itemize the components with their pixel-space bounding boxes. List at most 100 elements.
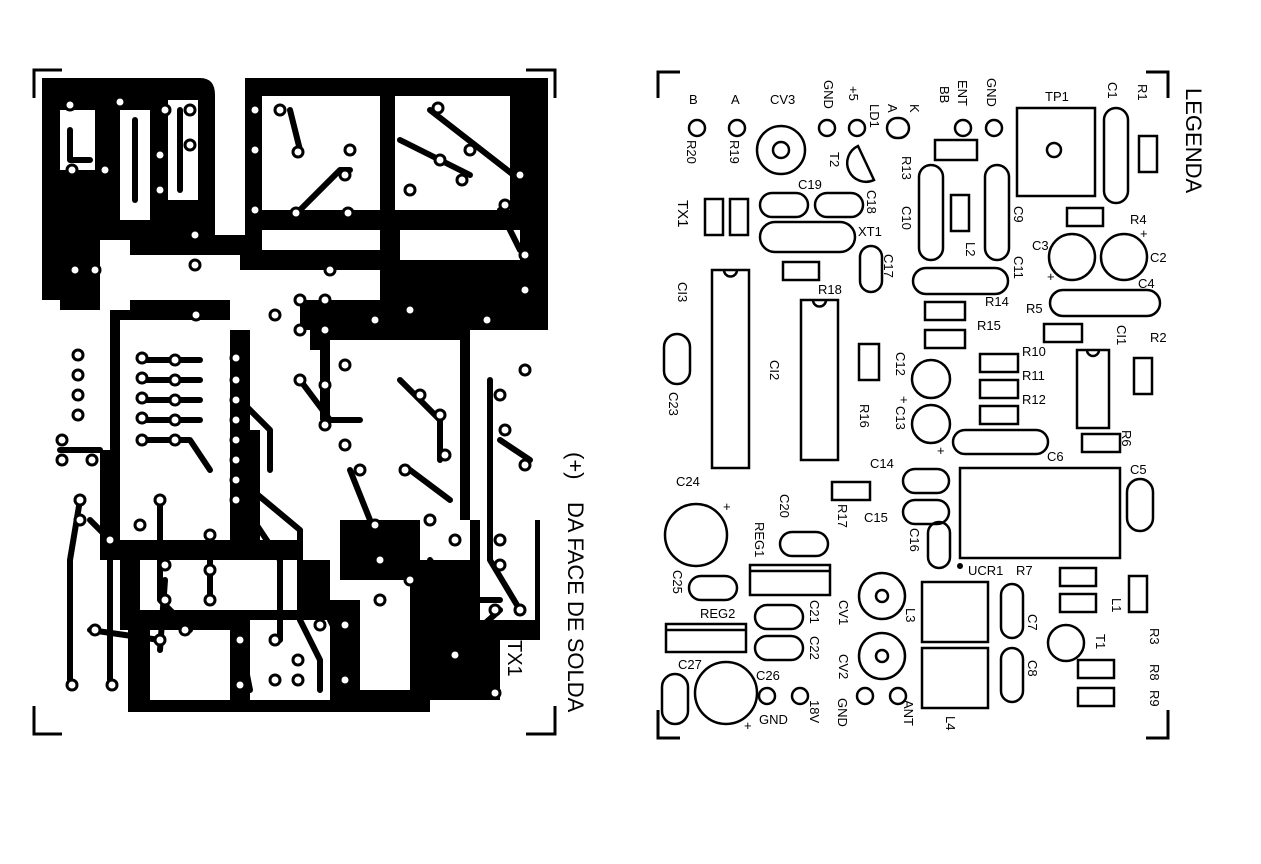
label-L2: L2 [963, 242, 978, 256]
label-T1: T1 [1093, 634, 1108, 649]
label-C15: C15 [864, 510, 888, 525]
label-CV1: CV1 [836, 600, 851, 625]
label-R15: R15 [977, 318, 1001, 333]
label-C22: C22 [807, 636, 822, 660]
label-C9: C9 [1011, 206, 1026, 223]
label-C11: C11 [1011, 256, 1026, 279]
label-C13: C13 [893, 406, 908, 430]
label-B: B [689, 92, 698, 107]
label-TX1: TX1 [674, 200, 691, 228]
legend-heading-text: LEGENDA [1181, 88, 1206, 193]
label-R20: R20 [684, 140, 699, 164]
label-REG1: REG1 [752, 522, 767, 557]
label-CI1: CI1 [1114, 325, 1129, 345]
pads [55, 95, 532, 700]
label-C6: C6 [1047, 449, 1064, 464]
caption-paren: (+) [563, 452, 588, 480]
tx1-label: TX1 [503, 640, 525, 677]
label-C7: C7 [1025, 614, 1040, 631]
solder-side-board: (+) DA FACE DE SOLDA TX1 [32, 68, 588, 736]
legend-side-board: LEGENDA [656, 70, 1206, 740]
label-CV2: CV2 [836, 654, 851, 679]
label-plus5: +5 [846, 86, 861, 101]
label-CI2: CI2 [767, 360, 782, 380]
label-GND-bottom: GND [759, 712, 788, 727]
label-L4: L4 [943, 716, 958, 730]
component-outlines [660, 106, 1162, 726]
label-R3: R3 [1147, 628, 1162, 645]
label-C10: C10 [899, 206, 914, 230]
label-REG2: REG2 [700, 606, 735, 621]
solder-side-caption: (+) DA FACE DE SOLDA [563, 452, 588, 713]
label-C14: C14 [870, 456, 894, 471]
label-C12: C12 [893, 352, 908, 376]
label-18V: 18V [807, 700, 822, 723]
label-R17: R17 [835, 504, 850, 528]
label-C1: C1 [1105, 82, 1120, 99]
label-GND-top1: GND [821, 80, 836, 109]
label-R14: R14 [985, 294, 1009, 309]
filled-marks [957, 563, 963, 569]
label-R13: R13 [899, 156, 914, 180]
label-R12: R12 [1022, 392, 1046, 407]
legend-labels: B A CV3 TP1 C19 XT1 R4 C3 C2 C4 R18 R14 … [676, 89, 1167, 733]
label-BB: BB [937, 86, 952, 103]
label-K: K [907, 104, 922, 113]
label-plus-d: + [1140, 226, 1148, 241]
label-C8: C8 [1025, 660, 1040, 677]
label-plus-c: + [1047, 269, 1055, 284]
label-L3: L3 [903, 608, 918, 622]
label-plus-e: + [937, 443, 945, 458]
label-A: A [731, 92, 740, 107]
label-R8: R8 [1147, 664, 1162, 681]
label-R7: R7 [1016, 563, 1033, 578]
label-C19: C19 [798, 177, 822, 192]
label-T2: T2 [827, 152, 842, 167]
label-C20: C20 [777, 494, 792, 518]
label-R9: R9 [1147, 690, 1162, 707]
label-R1: R1 [1135, 84, 1150, 101]
label-R11: R11 [1022, 368, 1045, 383]
label-C16: C16 [907, 528, 922, 552]
label-ANT: ANT [901, 700, 916, 726]
label-plus-f: + [900, 392, 908, 407]
label-C24: C24 [676, 474, 700, 489]
label-TP1: TP1 [1045, 89, 1069, 104]
label-GND-top2: GND [984, 78, 999, 107]
label-UCR1: UCR1 [968, 563, 1003, 578]
label-plus-a: + [744, 718, 752, 733]
legend-heading: LEGENDA [1181, 88, 1206, 193]
label-L1: L1 [1109, 598, 1124, 612]
label-C26: C26 [756, 668, 780, 683]
label-R10: R10 [1022, 344, 1046, 359]
corner-marks-left [32, 68, 557, 736]
label-R6: R6 [1119, 430, 1134, 447]
label-XT1: XT1 [858, 224, 882, 239]
label-R2: R2 [1150, 330, 1167, 345]
label-LD1: LD1 [867, 104, 882, 128]
label-R16: R16 [857, 404, 872, 428]
solder-tx1-label: TX1 [503, 640, 525, 677]
label-C21: C21 [807, 600, 822, 624]
label-C23: C23 [666, 392, 681, 416]
label-A2: A [885, 104, 900, 113]
caption-solder-side: DA FACE DE SOLDA [563, 502, 588, 713]
label-CI3: CI3 [675, 282, 690, 302]
label-C5: C5 [1130, 462, 1147, 477]
label-R19: R19 [727, 140, 742, 164]
label-C2: C2 [1150, 250, 1167, 265]
label-C3: C3 [1032, 238, 1049, 253]
label-plus-b: + [723, 499, 731, 514]
label-C27: C27 [678, 657, 702, 672]
label-R18: R18 [818, 282, 842, 297]
label-C25: C25 [670, 570, 685, 594]
label-GND-bottom2: GND [835, 698, 850, 727]
label-C4: C4 [1138, 276, 1155, 291]
label-R5: R5 [1026, 301, 1043, 316]
label-C17: C17 [881, 254, 896, 278]
label-C18: C18 [864, 190, 879, 214]
label-CV3: CV3 [770, 92, 795, 107]
corner-marks-right [656, 70, 1170, 740]
label-R4: R4 [1130, 212, 1147, 227]
